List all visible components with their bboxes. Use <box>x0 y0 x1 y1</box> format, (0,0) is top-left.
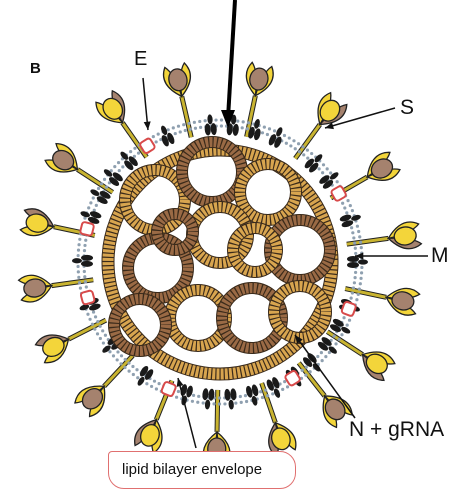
panel-letter: B <box>30 60 41 77</box>
membrane-protein-icon <box>339 211 363 229</box>
label-s: S <box>400 96 414 120</box>
membrane-protein-icon <box>224 388 238 410</box>
label-n-grna: N + gRNA <box>349 418 444 442</box>
membrane-protein-icon <box>201 388 215 410</box>
spike-protein-icon <box>72 347 142 419</box>
membrane-protein-icon <box>245 384 262 407</box>
envelope-protein-icon <box>341 301 356 316</box>
label-e: E <box>134 48 147 71</box>
membrane-protein-icon <box>303 151 326 174</box>
label-lipid-bilayer-envelope: lipid bilayer envelope <box>122 461 262 478</box>
spike-protein-icon <box>288 355 355 430</box>
envelope-protein-icon <box>80 290 95 305</box>
membrane-protein-icon <box>117 148 140 172</box>
envelope-protein-icon <box>80 222 95 237</box>
spike-protein-icon <box>284 91 349 167</box>
envelope-protein-icon <box>161 381 177 397</box>
label-m: M <box>431 244 449 268</box>
